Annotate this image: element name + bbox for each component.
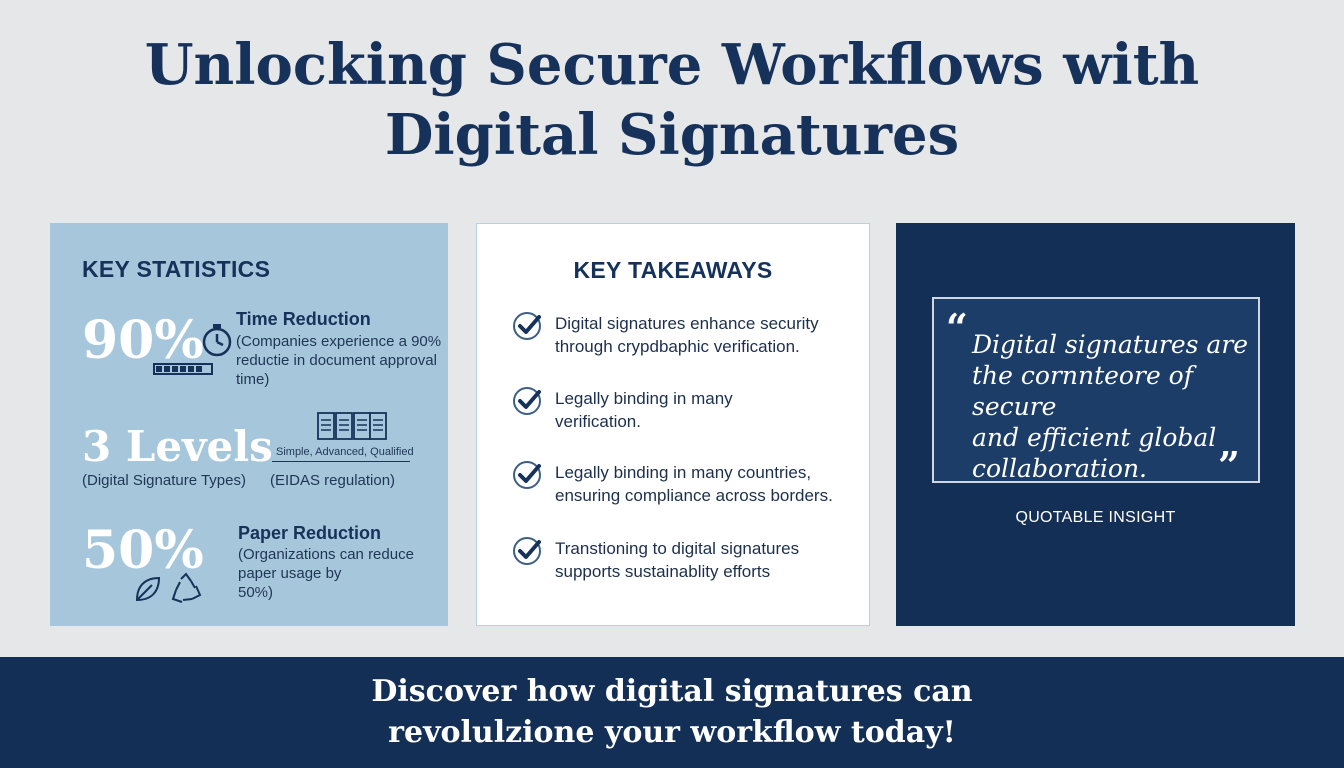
stat-90-desc-line: time) bbox=[236, 371, 270, 388]
title-line-2: Digital Signatures bbox=[384, 102, 960, 168]
quote-panel: “ Digital signatures are the cornnteore … bbox=[896, 223, 1295, 626]
footer-banner: Discover how digital signatures can revo… bbox=[0, 657, 1344, 768]
checkmark-icon bbox=[513, 537, 541, 565]
takeaway-line: Legally binding in many countries, bbox=[555, 463, 812, 482]
stat-90-desc-line: reductie in document approval bbox=[236, 352, 437, 369]
stopwatch-icon bbox=[202, 324, 232, 357]
takeaway-text: Transtioning to digital signatures suppo… bbox=[555, 537, 799, 583]
stat-50-value: 50% bbox=[82, 520, 204, 581]
takeaway-item: Legally binding in many countries, ensur… bbox=[511, 461, 856, 507]
takeaway-line: Digital signatures enhance security bbox=[555, 314, 819, 333]
stat-3-levels-value: 3 Levels bbox=[82, 422, 273, 471]
footer-cta-text: Discover how digital signatures can revo… bbox=[0, 671, 1344, 753]
footer-line-2: revolulzione your workflow today! bbox=[388, 715, 956, 750]
signature-levels-label: Simple, Advanced, Qualified bbox=[276, 446, 414, 458]
takeaway-item: Transtioning to digital signatures suppo… bbox=[511, 537, 856, 583]
key-takeaways-panel: KEY TAKEAWAYS Digital signatures enhance… bbox=[476, 223, 870, 626]
page-title: Unlocking Secure Workflows with Digital … bbox=[0, 30, 1344, 170]
quote-line: collaboration. bbox=[972, 454, 1147, 483]
stat-50-description: (Organizations can reduce paper usage by… bbox=[238, 545, 414, 602]
eidas-regulation-label: (EIDAS regulation) bbox=[270, 472, 396, 489]
takeaway-line: through crypdbaphic verification. bbox=[555, 337, 800, 356]
takeaway-item: Digital signatures enhance security thro… bbox=[511, 312, 856, 358]
quote-line: the cornnteore of secure bbox=[972, 361, 1193, 421]
takeaway-line: Legally binding in many bbox=[555, 389, 733, 408]
quote-caption: QUOTABLE INSIGHT bbox=[1015, 509, 1176, 526]
stat-50-desc-line: paper usage by bbox=[238, 565, 342, 582]
takeaway-text: Digital signatures enhance security thro… bbox=[555, 312, 819, 358]
takeaway-text: Legally binding in many countries, ensur… bbox=[555, 461, 833, 507]
quote-box: “ Digital signatures are the cornnteore … bbox=[932, 297, 1260, 488]
checkmark-icon bbox=[513, 312, 541, 340]
stat-50-desc-line: 50%) bbox=[238, 584, 274, 601]
takeaway-text: Legally binding in many verification. bbox=[555, 387, 733, 433]
key-statistics-heading: KEY STATISTICS bbox=[82, 256, 271, 282]
recycle-icon bbox=[171, 572, 202, 603]
takeaway-line: supports sustainablity efforts bbox=[555, 562, 771, 581]
stat-90-description: (Companies experience a 90% reductie in … bbox=[236, 332, 441, 389]
signature-types-label: (Digital Signature Types) bbox=[82, 472, 246, 489]
quote-line: Digital signatures are bbox=[972, 330, 1249, 359]
close-quote-mark: ” bbox=[1218, 443, 1240, 488]
stat-90-value: 90% bbox=[82, 310, 204, 371]
stat-50-title: Paper Reduction bbox=[238, 523, 382, 543]
progress-bar-icon bbox=[153, 363, 213, 375]
title-line-1: Unlocking Secure Workflows with bbox=[144, 32, 1200, 98]
quote-line: and efficient global bbox=[972, 423, 1217, 452]
open-quote-mark: “ bbox=[946, 305, 968, 350]
leaf-icon bbox=[135, 576, 161, 602]
stat-50-desc-line: (Organizations can reduce bbox=[238, 546, 414, 563]
footer-line-1: Discover how digital signatures can bbox=[371, 674, 973, 709]
stat-90-desc-line: (Companies experience a 90% bbox=[236, 333, 442, 350]
takeaway-item: Legally binding in many verification. bbox=[511, 387, 856, 433]
key-statistics-panel: KEY STATISTICS 90% Time Reduction (Compa… bbox=[50, 223, 448, 626]
stat-90-title: Time Reduction bbox=[236, 309, 371, 329]
takeaway-line: Transtioning to digital signatures bbox=[555, 539, 800, 558]
documents-icon bbox=[317, 412, 387, 440]
quote-text: Digital signatures are the cornnteore of… bbox=[972, 329, 1258, 484]
takeaway-line: verification. bbox=[555, 412, 641, 431]
takeaway-line: ensuring compliance across borders. bbox=[555, 486, 833, 505]
key-takeaways-heading: KEY TAKEAWAYS bbox=[573, 257, 773, 283]
checkmark-icon bbox=[513, 461, 541, 489]
checkmark-icon bbox=[513, 387, 541, 415]
levels-underline bbox=[272, 461, 410, 462]
